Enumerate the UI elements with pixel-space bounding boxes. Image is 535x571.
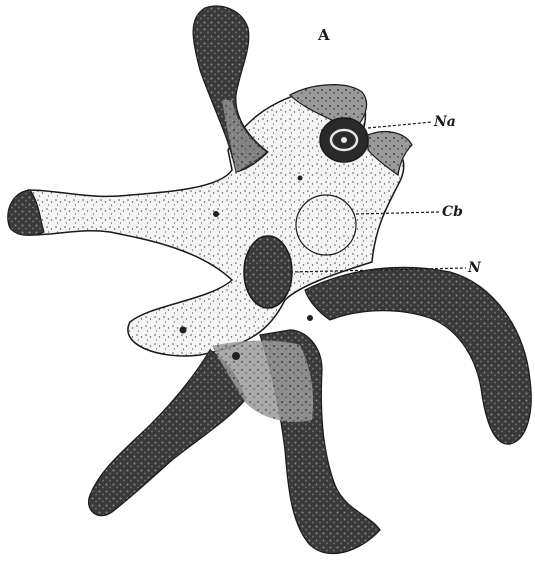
granule [180, 327, 187, 334]
pseudopod-right [305, 267, 531, 444]
label-n: N [467, 260, 482, 276]
granule [307, 315, 313, 321]
granule [298, 176, 303, 181]
granule [232, 352, 240, 360]
pseudopod-lower-left [89, 350, 245, 516]
leader-na [368, 122, 432, 128]
granule [213, 211, 219, 217]
figure-letter: A [317, 26, 330, 44]
label-na: Na [433, 114, 456, 130]
food-vacuole-center [341, 137, 347, 143]
label-cb: Cb [442, 204, 463, 220]
nucleus [244, 236, 292, 308]
contractile-vacuole [296, 195, 356, 255]
